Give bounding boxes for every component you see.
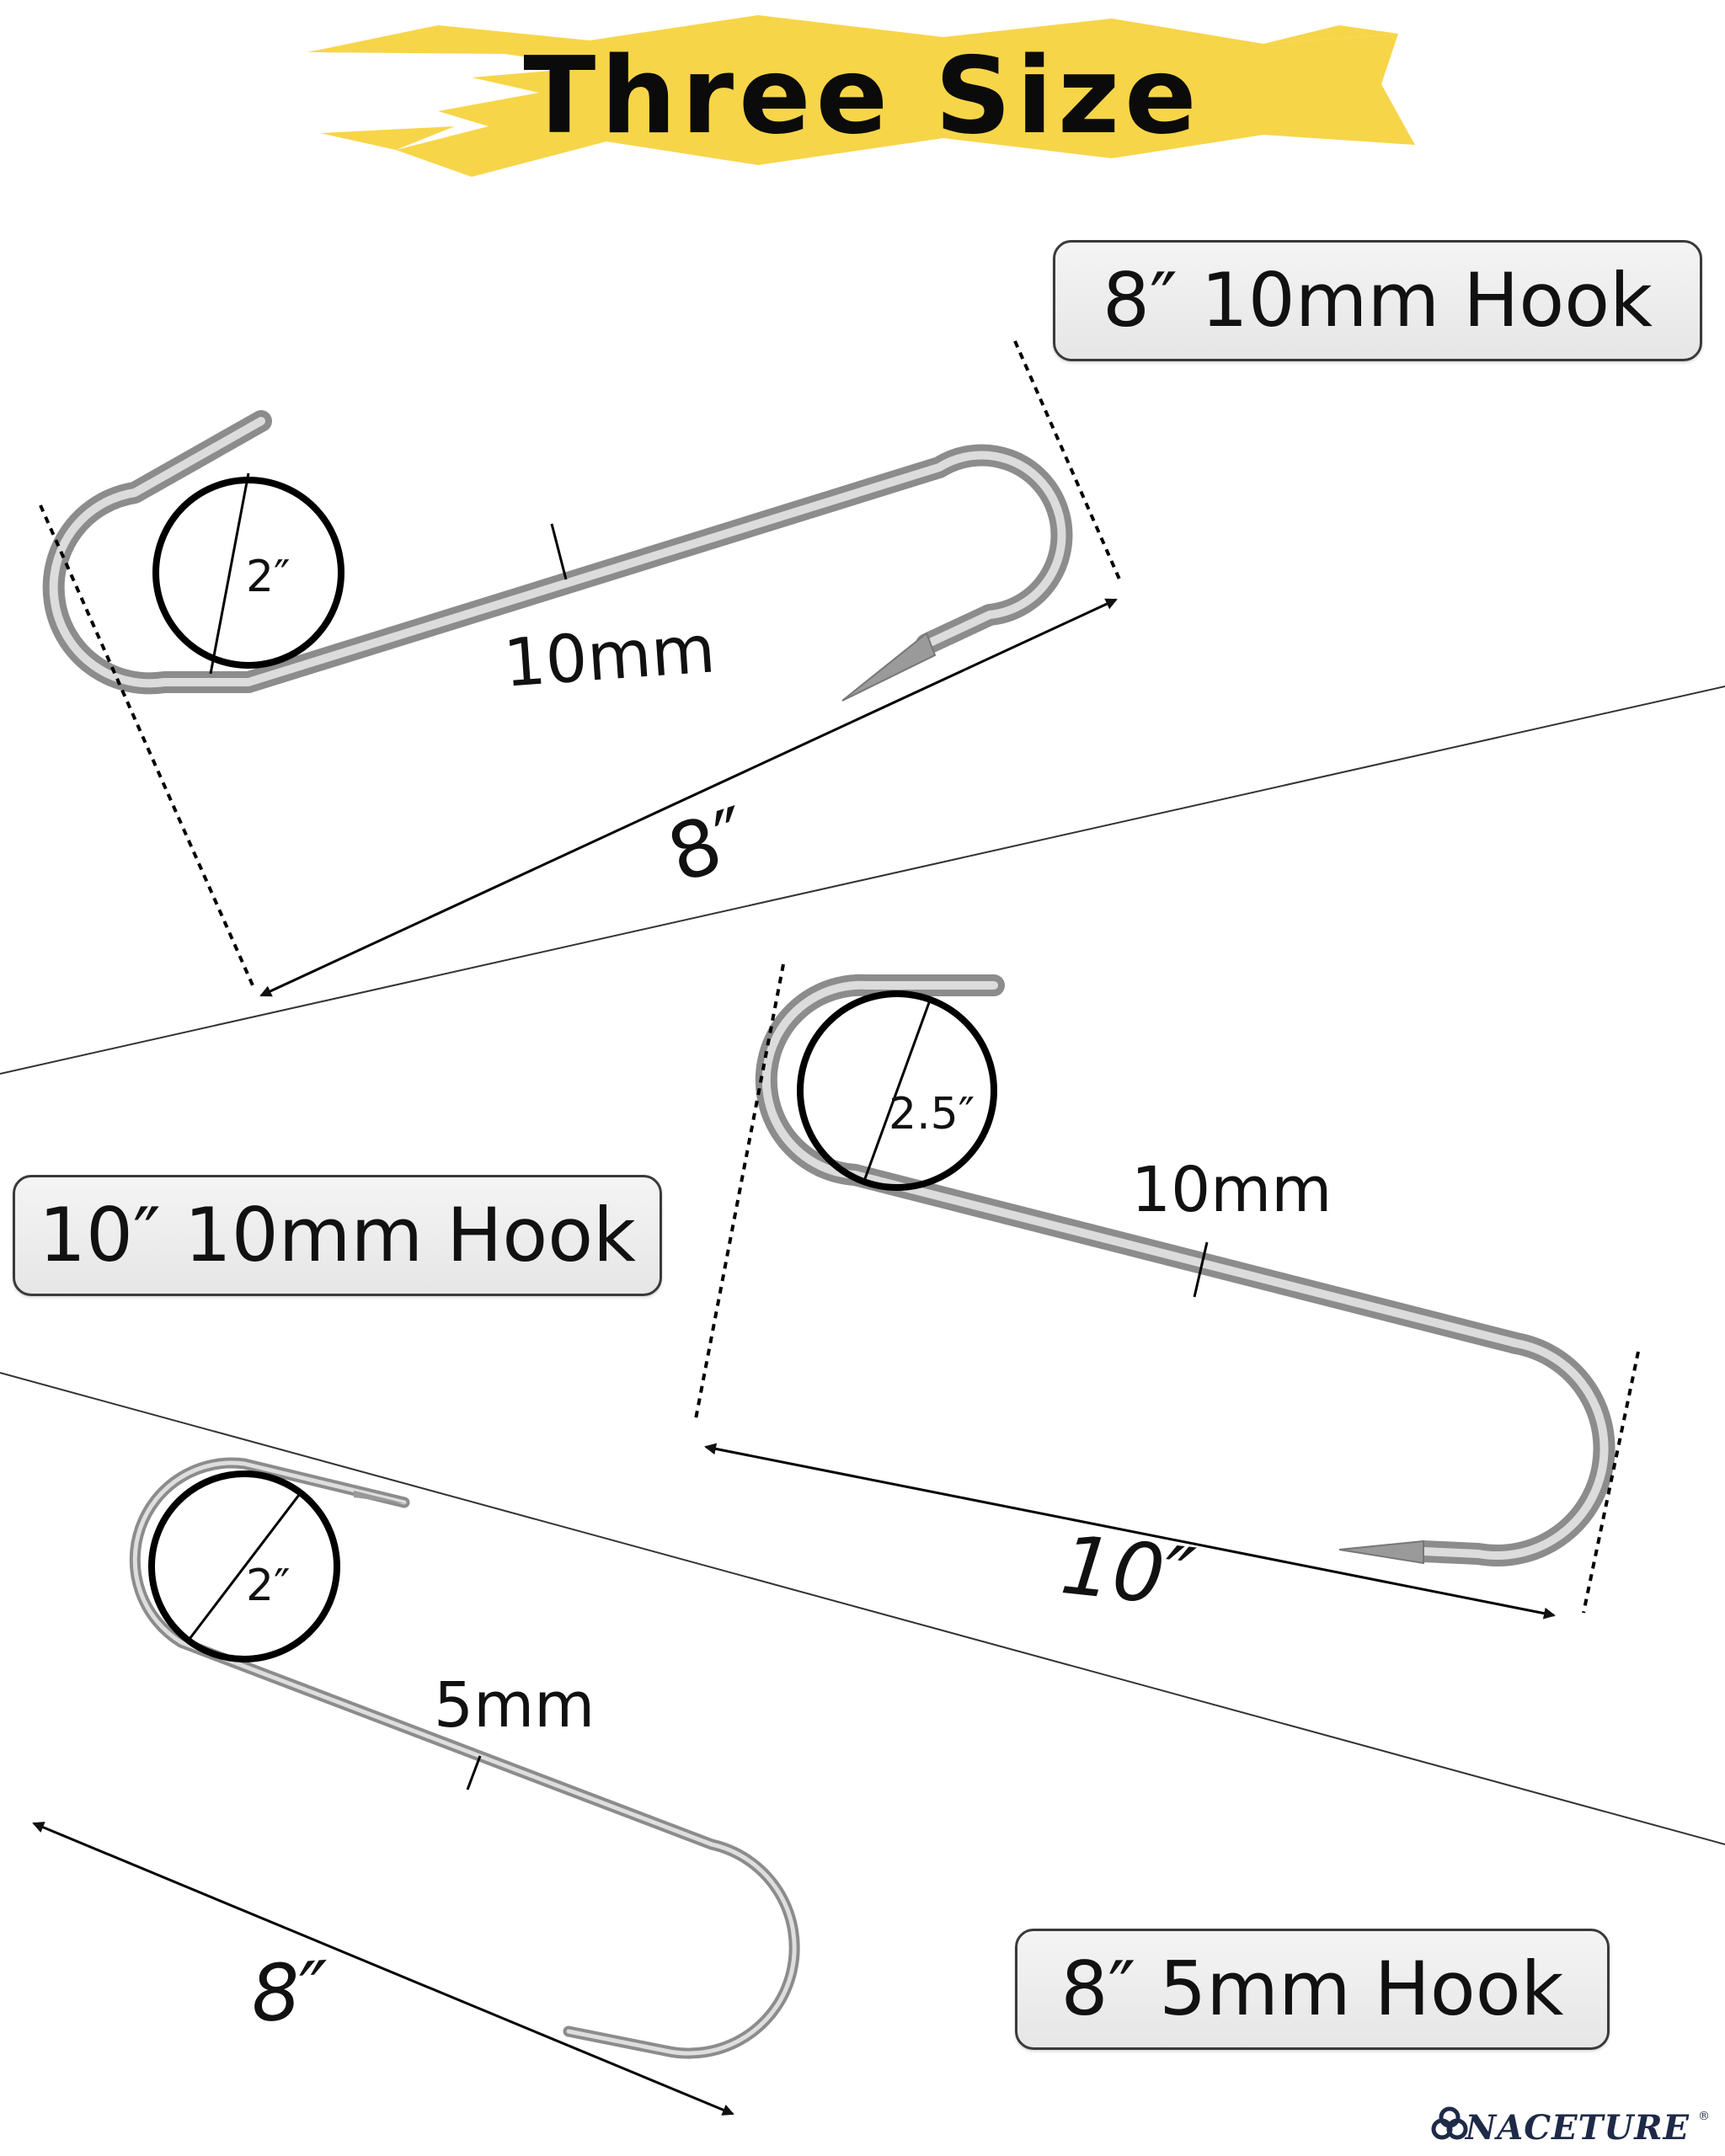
wire-thickness-label-3: 5mm — [434, 1669, 595, 1742]
page-title: Three Size — [523, 34, 1202, 157]
wire-thickness-label-2: 10mm — [1131, 1154, 1332, 1226]
ring-circle — [797, 990, 997, 1191]
ring-circle — [148, 1470, 340, 1662]
hook-8in-5mm — [32, 1457, 800, 2116]
hook-10in-10mm — [693, 963, 1640, 1620]
triple-loop-logo-icon — [1431, 2106, 1468, 2140]
divider-line-1 — [0, 686, 1725, 1075]
hook-label-1: 8″ 10mm Hook — [1053, 240, 1702, 361]
title-banner — [307, 15, 1415, 177]
hook-8in-10mm — [39, 340, 1122, 997]
length-label-2: 10″ — [1056, 1518, 1199, 1625]
ring-diameter-label-2: 2.5″ — [889, 1089, 975, 1139]
registered-mark: ® — [1698, 2109, 1710, 2123]
length-label-3: 8″ — [248, 1944, 333, 2041]
hook-label-2: 10″ 10mm Hook — [13, 1175, 662, 1296]
brand-name: NACETURE — [1465, 2108, 1690, 2148]
brand-logo: NACETURE ® — [1466, 2108, 1710, 2148]
ring-diameter-label-3: 2″ — [246, 1561, 291, 1611]
ring-diameter-label-1: 2″ — [246, 552, 291, 602]
hook-label-3: 8″ 5mm Hook — [1015, 1929, 1610, 2050]
wire-thickness-label-1: 10mm — [501, 611, 718, 702]
